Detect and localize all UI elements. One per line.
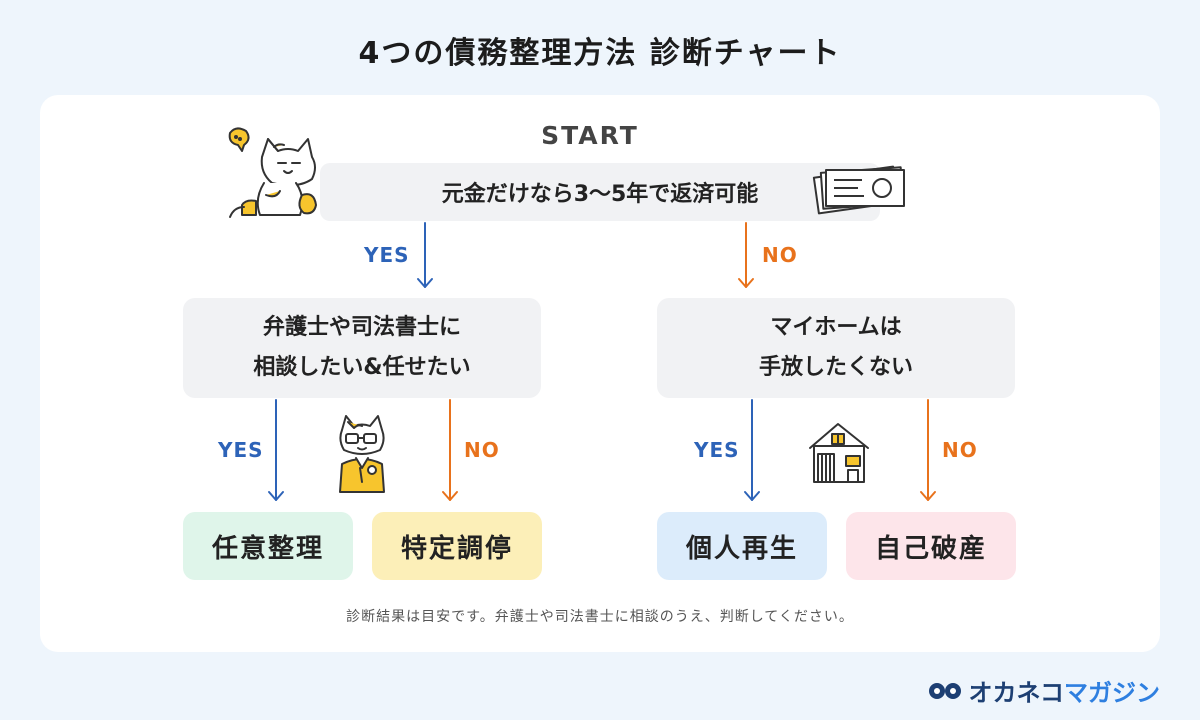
question-home-line1: マイホームは (770, 315, 902, 340)
arrow-q3-yes (744, 399, 760, 501)
arrow-q2-no (442, 399, 458, 501)
label-q2-no: NO (464, 438, 500, 462)
label-q2-yes: YES (218, 438, 264, 462)
result-individual-rehabilitation: 個人再生 (657, 512, 827, 580)
result-specific-conciliation: 特定調停 (372, 512, 542, 580)
question-home-line2: 手放したくない (758, 355, 913, 380)
logo-accent-text: マガジン (1064, 679, 1160, 707)
arrow-q1-no (738, 222, 754, 288)
question-consult-line2: 相談したい&任せたい (253, 355, 471, 380)
disclaimer-note: 診断結果は目安です。弁護士や司法書士に相談のうえ、判断してください。 (346, 609, 854, 625)
label-q1-no: NO (762, 243, 798, 267)
lawyer-cat-icon (339, 415, 385, 493)
start-label: START (541, 121, 639, 150)
result-bankruptcy: 自己破産 (846, 512, 1016, 580)
label-q3-no: NO (942, 438, 978, 462)
label-q3-yes: YES (694, 438, 740, 462)
question-consult-line1: 弁護士や司法書士に (262, 315, 461, 340)
question-consult-lawyer: 弁護士や司法書士に 相談したい&任せたい (183, 298, 541, 398)
logo-main-text: オカネコ (968, 679, 1064, 707)
arrow-q3-no (920, 399, 936, 501)
result-voluntary-arrangement: 任意整理 (183, 512, 353, 580)
arrow-q1-yes (417, 222, 433, 288)
page-title: 4つの債務整理方法 診断チャート (358, 36, 842, 71)
house-icon (809, 423, 869, 483)
money-bills-icon (812, 165, 905, 215)
label-q1-yes: YES (364, 243, 410, 267)
brand-logo: オカネコ マガジン (928, 673, 1160, 708)
question-keep-home: マイホームは 手放したくない (657, 298, 1015, 398)
arrow-q2-yes (268, 399, 284, 501)
logo-eyes-icon (929, 682, 962, 699)
thinking-cat-icon (228, 127, 317, 218)
question-repayment: 元金だけなら3〜5年で返済可能 (320, 163, 880, 221)
